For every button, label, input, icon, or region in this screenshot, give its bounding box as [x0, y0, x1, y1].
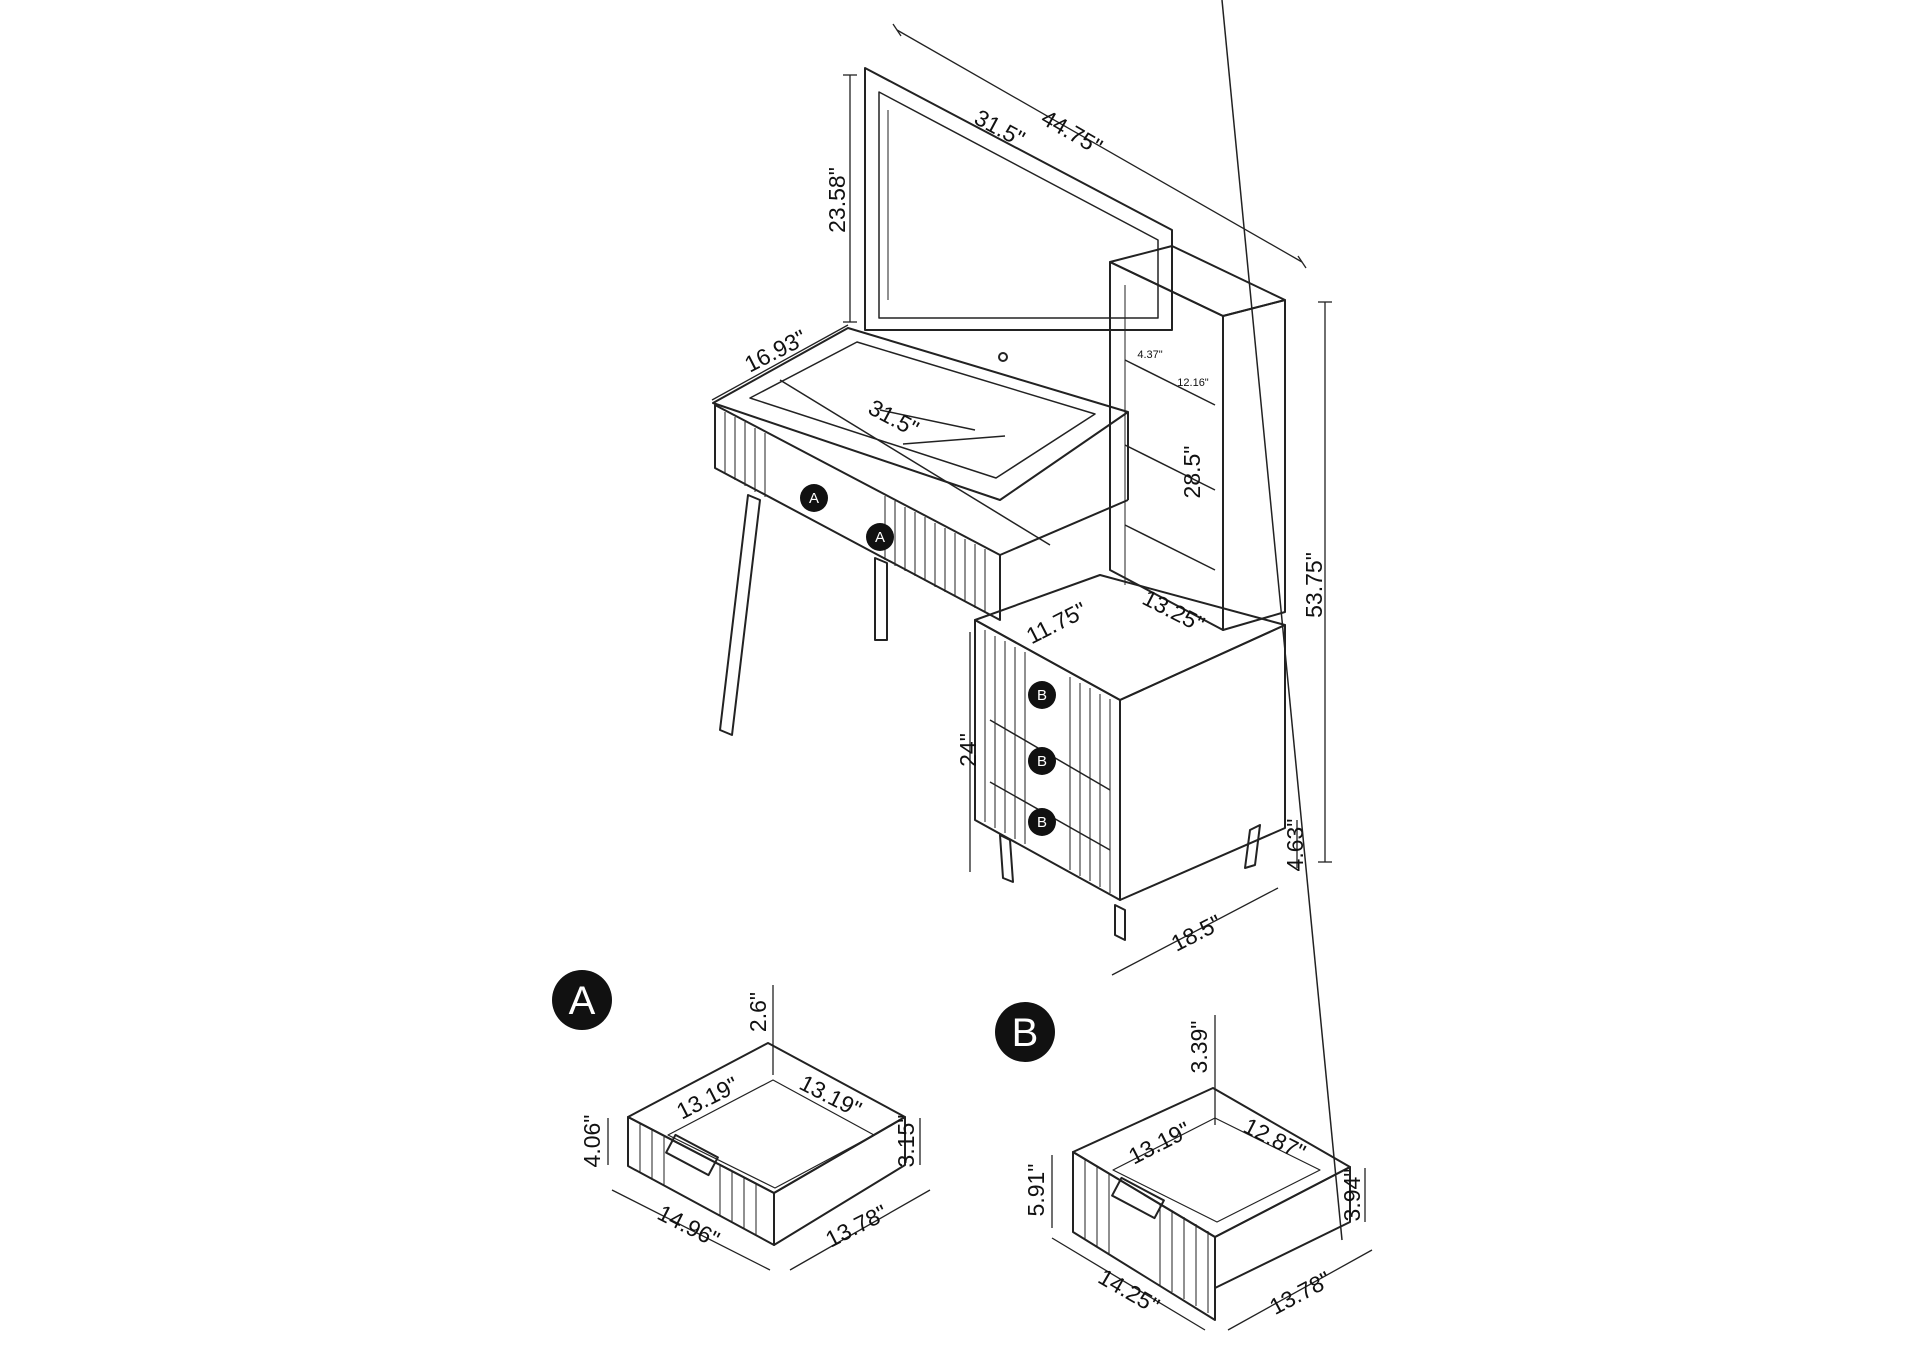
svg-text:B: B [1037, 814, 1047, 831]
front-flutes [724, 412, 986, 613]
cabinet-flutes [984, 630, 1111, 893]
desk-legs [719, 494, 888, 736]
dim-shelf-depth: 4.37" [1137, 349, 1162, 361]
drawer-b-front-height: 5.91" [1023, 1164, 1049, 1217]
dim-mirror-height: 23.58" [824, 167, 850, 233]
marker-a-2: A [866, 523, 894, 551]
dim-overall-height: 53.75" [1301, 552, 1327, 618]
drawer-a-badge: A [552, 970, 612, 1030]
svg-text:A: A [809, 490, 819, 507]
mirror [864, 67, 1173, 362]
svg-text:B: B [1037, 753, 1047, 770]
drawer-a-side-height: 3.15" [893, 1115, 919, 1168]
svg-text:A: A [569, 979, 596, 1023]
drawer-b-badge: B [995, 1002, 1055, 1062]
vanity-top [712, 327, 1129, 621]
marker-b-2: B [1028, 747, 1056, 775]
marker-a-1: A [800, 484, 828, 512]
drawer-a-height-gap: 2.6" [745, 992, 771, 1032]
marker-b-3: B [1028, 808, 1056, 836]
svg-text:B: B [1037, 687, 1047, 704]
svg-text:A: A [875, 529, 885, 546]
drawer-b-side-height: 3.94" [1339, 1169, 1365, 1222]
drawer-b-height-gap: 3.39" [1186, 1021, 1212, 1074]
drawer-a-front-height: 4.06" [579, 1115, 605, 1168]
dim-cabinet-height: 24" [955, 733, 981, 767]
dim-shelf-width: 12.16" [1177, 377, 1209, 389]
dim-shelf-height: 28.5" [1179, 446, 1205, 499]
shelf-unit [1109, 245, 1286, 631]
svg-text:B: B [1012, 1011, 1039, 1055]
main-dimension-lines [711, 23, 1332, 976]
vanity-drawing [712, 67, 1286, 941]
marker-b-1: B [1028, 681, 1056, 709]
